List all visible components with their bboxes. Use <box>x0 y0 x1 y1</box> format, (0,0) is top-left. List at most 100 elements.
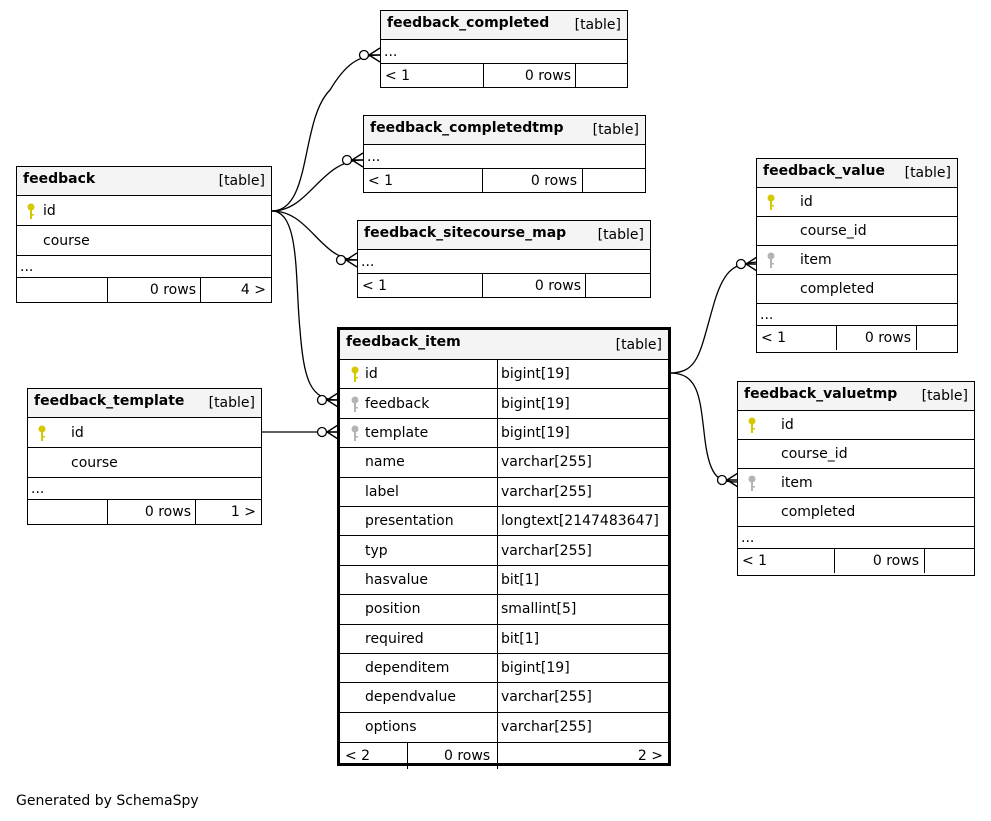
ellipsis-text: ... <box>31 480 45 497</box>
table-feedback-completedtmp[interactable]: feedback_completedtmp [table] ... < 1 0 … <box>363 115 646 193</box>
ellipsis-row: ... <box>738 527 974 549</box>
foreign-key-icon <box>748 475 756 491</box>
ellipsis-text: ... <box>20 258 34 275</box>
generated-by-footer: Generated by SchemaSpy <box>16 793 199 809</box>
row-count: 0 rows <box>149 282 196 298</box>
ellipsis-text: ... <box>361 253 375 270</box>
table-header: feedback_template [table] <box>28 389 261 418</box>
column-row: course_id <box>757 217 957 246</box>
column-type: smallint[5] <box>501 601 577 618</box>
ellipsis-row: ... <box>381 40 627 64</box>
edge-end-circle <box>316 426 328 438</box>
column-type: longtext[2147483647] <box>501 513 659 530</box>
column-type: bit[1] <box>501 630 540 647</box>
ellipsis-row: ... <box>17 256 271 278</box>
column-name: position <box>365 601 421 618</box>
crowfoot-icon <box>325 424 339 440</box>
row-count: 0 rows <box>864 330 911 346</box>
table-kind: [table] <box>597 227 644 243</box>
column-name: completed <box>781 504 856 520</box>
column-type: varchar[255] <box>501 483 592 500</box>
table-header: feedback_value [table] <box>757 159 957 188</box>
table-feedback-sitecourse-map[interactable]: feedback_sitecourse_map [table] ... < 1 … <box>357 220 651 298</box>
table-name: feedback <box>23 171 96 187</box>
column-name: course <box>43 232 90 249</box>
table-header: feedback_valuetmp [table] <box>738 382 974 411</box>
parents-count[interactable]: < 1 <box>385 68 411 84</box>
ellipsis-text: ... <box>367 148 381 165</box>
parents-count[interactable]: < 2 <box>345 748 371 765</box>
column-name: course <box>71 454 118 471</box>
crowfoot-icon <box>350 152 364 168</box>
edge-item-valuetmp <box>669 372 739 483</box>
table-name: feedback_valuetmp <box>744 386 898 402</box>
parents-count[interactable]: < 1 <box>362 278 388 294</box>
row-count: 0 rows <box>524 68 571 84</box>
column-name: item <box>781 475 813 491</box>
column-row: course_id <box>738 440 974 469</box>
column-type: bigint[19] <box>501 366 570 383</box>
ellipsis-text: ... <box>760 306 774 323</box>
column-row: course <box>28 448 261 478</box>
column-name: required <box>365 630 424 647</box>
ellipsis-row: ... <box>358 250 650 274</box>
column-row: typ varchar[255] <box>340 536 668 566</box>
crowfoot-icon <box>744 256 758 272</box>
children-count[interactable]: 4 > <box>240 282 266 298</box>
column-name: id <box>800 194 813 210</box>
table-name: feedback_template <box>34 393 185 409</box>
column-name: completed <box>800 281 875 297</box>
column-type: bigint[19] <box>501 660 570 677</box>
table-feedback[interactable]: feedback [table] id course ... 0 rows 4 … <box>16 166 272 303</box>
table-feedback-completed[interactable]: feedback_completed [table] ... < 1 0 row… <box>380 10 628 88</box>
column-name: typ <box>365 542 388 559</box>
row-count: 0 rows <box>872 553 919 569</box>
column-type: varchar[255] <box>501 542 592 559</box>
table-kind: [table] <box>921 388 968 404</box>
edge-item-value <box>669 261 758 374</box>
column-row: id <box>17 196 271 226</box>
foreign-key-icon <box>767 252 775 268</box>
table-feedback-template[interactable]: feedback_template [table] id course ... … <box>27 388 262 525</box>
foreign-key-icon <box>351 425 359 441</box>
table-header: feedback_completedtmp [table] <box>364 116 645 145</box>
column-name: dependvalue <box>365 689 456 706</box>
edge-end-circle <box>358 49 370 61</box>
column-name: id <box>43 202 56 219</box>
edge-end-circle <box>341 154 353 166</box>
column-type: bit[1] <box>501 571 540 588</box>
children-count[interactable]: 1 > <box>230 504 256 520</box>
parents-count[interactable]: < 1 <box>742 553 768 569</box>
column-row: item <box>757 246 957 275</box>
column-name: id <box>781 417 794 433</box>
table-kind: [table] <box>218 173 265 189</box>
column-name: hasvalue <box>365 571 428 588</box>
column-name: options <box>365 719 417 736</box>
column-row: item <box>738 469 974 498</box>
footer-row: < 1 0 rows <box>738 549 974 573</box>
column-row: completed <box>757 275 957 304</box>
table-header: feedback_item [table] <box>340 330 668 360</box>
table-kind: [table] <box>208 395 255 411</box>
footer-row: < 2 0 rows 2 > <box>340 742 668 770</box>
crowfoot-icon <box>325 392 339 408</box>
footer-row: < 1 0 rows <box>358 274 650 298</box>
table-feedback-value[interactable]: feedback_value [table] id course_id item… <box>756 158 958 353</box>
parents-count[interactable]: < 1 <box>761 330 787 346</box>
children-count[interactable]: 2 > <box>637 748 663 765</box>
column-row: required bit[1] <box>340 624 668 654</box>
foreign-key-icon <box>351 396 359 412</box>
primary-key-icon <box>38 425 46 441</box>
table-feedback-valuetmp[interactable]: feedback_valuetmp [table] id course_id i… <box>737 381 975 576</box>
parents-count[interactable]: < 1 <box>368 173 394 189</box>
table-header: feedback_sitecourse_map [table] <box>358 221 650 250</box>
table-name: feedback_completedtmp <box>370 120 564 136</box>
table-kind: [table] <box>615 337 662 353</box>
